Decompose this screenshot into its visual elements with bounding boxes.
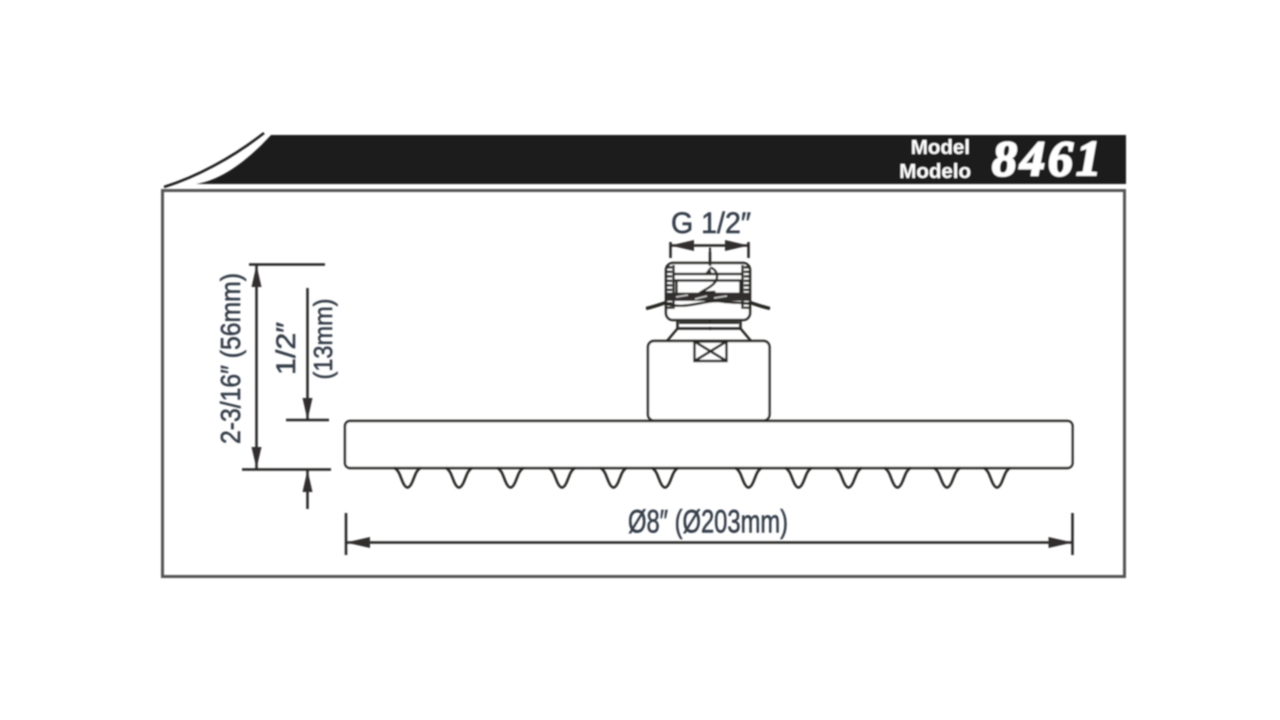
svg-text:2-3/16″ (56mm): 2-3/16″ (56mm) bbox=[215, 273, 246, 444]
svg-text:(13mm): (13mm) bbox=[308, 299, 338, 380]
svg-text:1/2″: 1/2″ bbox=[271, 322, 301, 375]
svg-text:Ø8″ (Ø203mm): Ø8″ (Ø203mm) bbox=[628, 504, 788, 540]
svg-text:Modelo: Modelo bbox=[899, 160, 971, 183]
svg-text:G 1/2″: G 1/2″ bbox=[671, 207, 751, 240]
svg-text:8461: 8461 bbox=[992, 130, 1104, 186]
svg-text:Model: Model bbox=[911, 136, 970, 159]
